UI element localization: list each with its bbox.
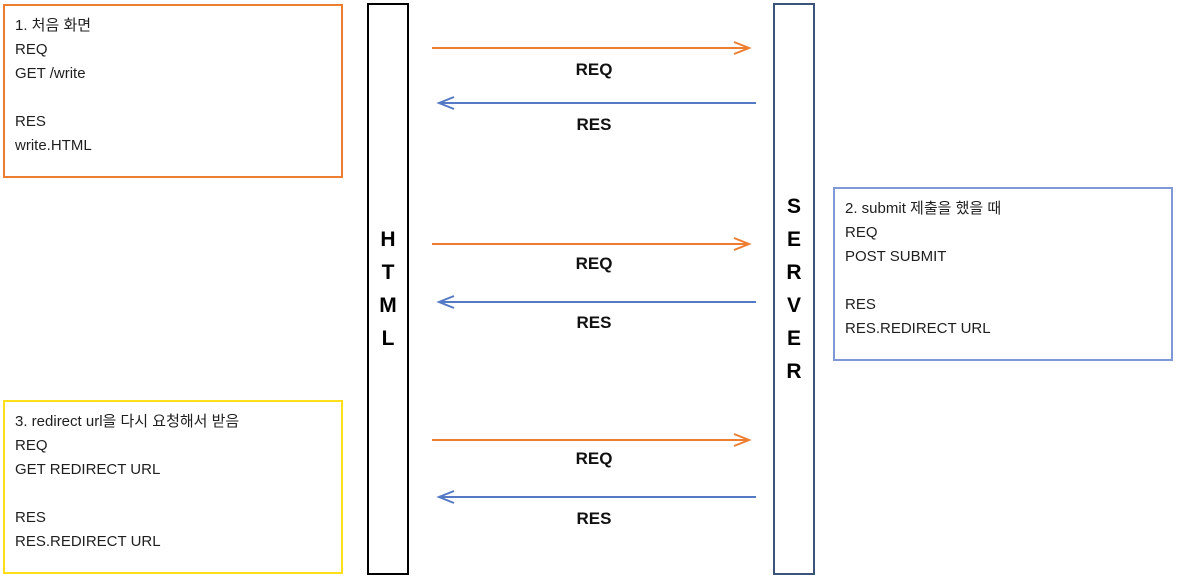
note-line-blank (15, 482, 333, 506)
note-line: POST SUBMIT (845, 248, 947, 265)
note-line: GET /write (15, 65, 86, 82)
lifeline-html-letter: L (381, 327, 395, 350)
note-line: REQ (845, 224, 878, 241)
lifeline-html-letter: H (380, 228, 396, 251)
lifeline-html-letter: T (381, 261, 395, 284)
right-arrowhead-icon (733, 237, 752, 251)
lifeline-server-letter: R (786, 261, 802, 284)
left-arrowhead-icon (436, 96, 455, 110)
note-line: RES (845, 296, 876, 313)
note-line-blank (845, 269, 1163, 293)
left-arrowhead-icon (436, 490, 455, 504)
note-line: write.HTML (15, 137, 92, 154)
note-step-1-title: 1. 처음 화면 (15, 17, 92, 34)
note-step-3: 3. redirect url을 다시 요청해서 받음 REQ GET REDI… (3, 400, 343, 574)
request-label-3: REQ (575, 449, 613, 468)
lifeline-server-letter: V (786, 294, 801, 317)
request-arrow-3 (432, 433, 752, 447)
note-line-blank (15, 86, 333, 110)
lifeline-html-letter: M (379, 294, 397, 317)
note-line: RES.REDIRECT URL (845, 320, 991, 337)
note-line: RES (15, 509, 46, 526)
right-arrowhead-icon (733, 41, 752, 55)
request-label-1: REQ (575, 60, 613, 79)
left-arrowhead-icon (436, 295, 455, 309)
lifeline-html: H T M L (367, 3, 409, 575)
note-line: RES.REDIRECT URL (15, 533, 161, 550)
request-arrow-2 (432, 237, 752, 251)
response-label-2: RES (576, 313, 612, 332)
note-step-2-title: 2. submit 제출을 했을 때 (845, 200, 1002, 217)
response-arrow-1 (436, 96, 756, 110)
response-arrow-3 (436, 490, 756, 504)
right-arrowhead-icon (733, 433, 752, 447)
response-label-1: RES (576, 115, 612, 134)
request-arrow-1 (432, 41, 752, 55)
lifeline-server-letter: E (786, 327, 801, 350)
request-label-2: REQ (575, 254, 613, 273)
note-line: RES (15, 113, 46, 130)
note-line: GET REDIRECT URL (15, 461, 161, 478)
response-arrow-2 (436, 295, 756, 309)
note-line: REQ (15, 41, 48, 58)
note-step-1: 1. 처음 화면 REQ GET /write RES write.HTML (3, 4, 343, 178)
response-label-3: RES (576, 509, 612, 528)
lifeline-server: S E R V E R (773, 3, 815, 575)
lifeline-server-letter: R (786, 360, 802, 383)
note-step-3-title: 3. redirect url을 다시 요청해서 받음 (15, 413, 240, 430)
lifeline-server-letter: E (786, 228, 801, 251)
note-line: REQ (15, 437, 48, 454)
lifeline-server-letter: S (786, 195, 801, 218)
note-step-2: 2. submit 제출을 했을 때 REQ POST SUBMIT RES R… (833, 187, 1173, 361)
